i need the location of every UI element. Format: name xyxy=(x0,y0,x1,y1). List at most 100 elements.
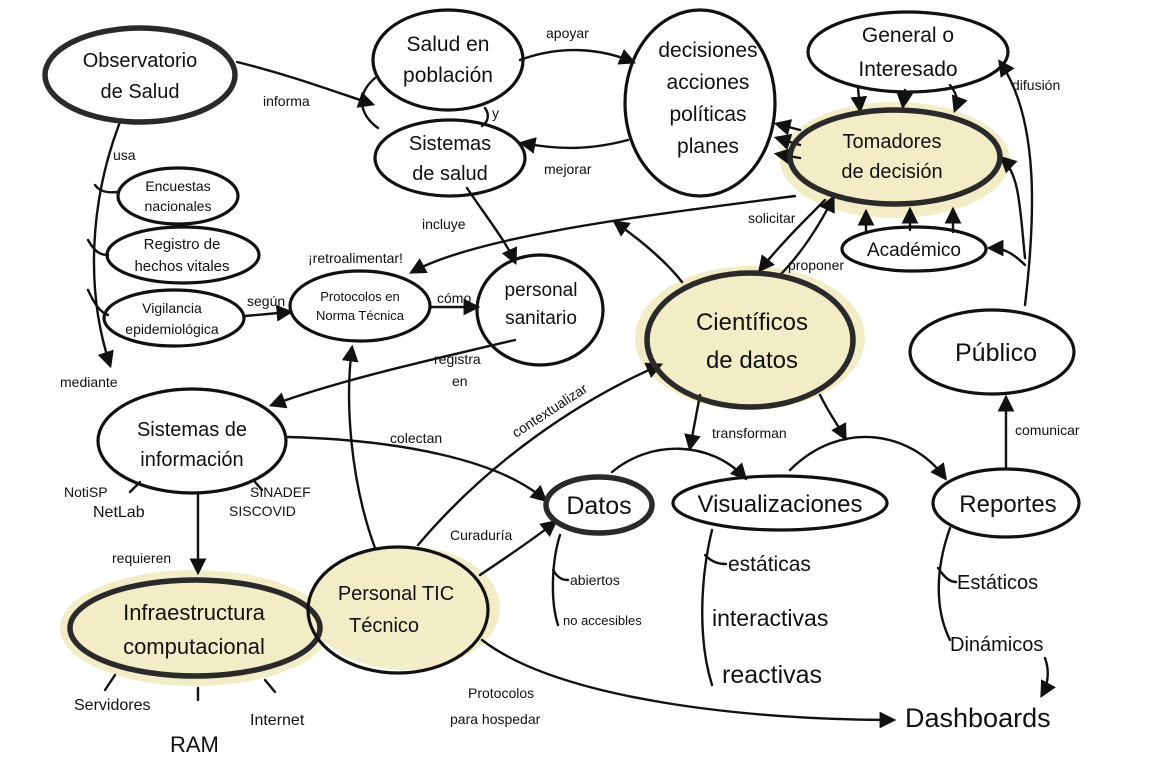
tomadores-line-1: Tomadores xyxy=(843,131,942,153)
node-general xyxy=(806,10,1010,94)
label-netlab: NetLab xyxy=(93,504,145,521)
node-visualizaciones xyxy=(671,474,889,532)
edge-incluye xyxy=(465,186,518,266)
highlight-infraestructura xyxy=(60,570,330,686)
edge-publico-academico xyxy=(986,239,1027,267)
highlight-tomadores xyxy=(780,102,1010,218)
label-dinamicos: Dinámicos xyxy=(950,634,1043,656)
infraestructura-line-2: computacional xyxy=(123,634,265,659)
branch-datos xyxy=(551,533,562,627)
decisiones-line-4: planes xyxy=(677,135,739,158)
branch-sinadef xyxy=(253,480,264,492)
label-informa: informa xyxy=(263,93,310,109)
node-personal-sanitario xyxy=(475,253,605,367)
sistemas-salud-line-1: Sistemas xyxy=(409,133,491,155)
label-mediante: mediante xyxy=(60,374,118,390)
encuestas-line-2: nacionales xyxy=(145,198,212,214)
decisiones-line-2: acciones xyxy=(667,71,750,94)
edge-curaduria xyxy=(478,519,558,577)
label-contextualizar: contextualizar xyxy=(509,380,590,441)
node-publico xyxy=(908,308,1076,396)
protocolos-line-2: Norma Técnica xyxy=(316,308,405,323)
node-salud-poblacion xyxy=(371,8,525,112)
reportes-label: Reportes xyxy=(959,491,1056,518)
node-datos xyxy=(543,474,655,536)
registro-line-2: hechos vitales xyxy=(134,258,229,275)
highlight-cientificos xyxy=(635,266,865,410)
observatorio-line-1: Observatorio xyxy=(83,50,198,72)
label-interactivas: interactivas xyxy=(712,605,828,631)
node-encuestas xyxy=(116,166,240,226)
general-line-1: General o xyxy=(862,24,954,47)
decisiones-line-3: políticas xyxy=(669,103,746,126)
edge-tomadores-decisiones-1 xyxy=(773,119,802,136)
edge-general-tomadores-1 xyxy=(850,86,868,114)
sistemas-info-line-1: Sistemas de xyxy=(137,419,247,441)
label-ram: RAM xyxy=(170,732,219,757)
highlight-personal-tic xyxy=(310,546,500,670)
branch-reportes xyxy=(937,526,952,642)
personal-sanitario-line-2: sanitario xyxy=(505,308,577,329)
edge-usa-registro xyxy=(86,238,110,257)
registro-line-1: Registro de xyxy=(144,236,221,253)
label-dashboards: Dashboards xyxy=(905,703,1051,733)
salud-poblacion-line-2: población xyxy=(403,64,493,87)
node-protocolos xyxy=(288,269,432,343)
edge-informa xyxy=(235,60,376,108)
branch-estaticas xyxy=(703,553,728,566)
cientificos-line-2: de datos xyxy=(706,347,798,374)
node-observatorio xyxy=(42,25,238,125)
label-protocolos-hospedar-2: para hospedar xyxy=(450,711,541,727)
branch-abiertos xyxy=(551,568,570,582)
label-transforman: transforman xyxy=(712,425,787,441)
node-sistemas-salud xyxy=(373,118,527,198)
node-registro xyxy=(105,225,261,285)
label-no-accesibles: no accesibles xyxy=(563,613,642,628)
branch-estaticos xyxy=(936,566,958,584)
edge-tic-protocolos xyxy=(341,344,377,550)
node-personal-tic xyxy=(306,545,490,675)
edge-y-left xyxy=(360,76,380,130)
label-proponer: proponer xyxy=(788,257,844,273)
label-y: y xyxy=(492,105,499,121)
label-reactivas: reactivas xyxy=(722,661,822,689)
protocolos-line-1: Protocolos en xyxy=(320,289,400,304)
edge-cientificos-up xyxy=(612,220,684,284)
datos-label: Datos xyxy=(566,492,631,520)
node-academico xyxy=(840,225,988,273)
label-apoyar: apoyar xyxy=(546,25,589,41)
edge-visualizaciones-reportes xyxy=(788,435,947,481)
observatorio-line-2: de Salud xyxy=(101,81,180,103)
visualizaciones-label: Visualizaciones xyxy=(698,491,863,518)
decisiones-line-1: decisiones xyxy=(658,39,757,62)
edge-datos-visualizaciones xyxy=(610,447,748,481)
edge-dinamicos-dashboards xyxy=(1040,656,1056,698)
edge-segun xyxy=(243,304,294,322)
node-vigilancia xyxy=(102,288,246,348)
personal-tic-line-1: Personal TIC xyxy=(338,583,454,605)
encuestas-line-1: Encuestas xyxy=(145,178,210,194)
sistemas-info-line-2: información xyxy=(140,449,243,471)
label-retroalimentar: ¡retroalimentar! xyxy=(308,250,403,266)
edge-proponer xyxy=(778,194,835,277)
edge-transforman-1 xyxy=(684,393,702,452)
label-mejorar: mejorar xyxy=(544,161,592,177)
label-como: cómo xyxy=(437,290,471,306)
edge-mediante xyxy=(92,120,122,369)
label-sinadef: SINADEF xyxy=(250,484,311,500)
edge-usa-encuestas xyxy=(93,183,120,194)
label-curaduria: Curaduría xyxy=(450,527,512,543)
